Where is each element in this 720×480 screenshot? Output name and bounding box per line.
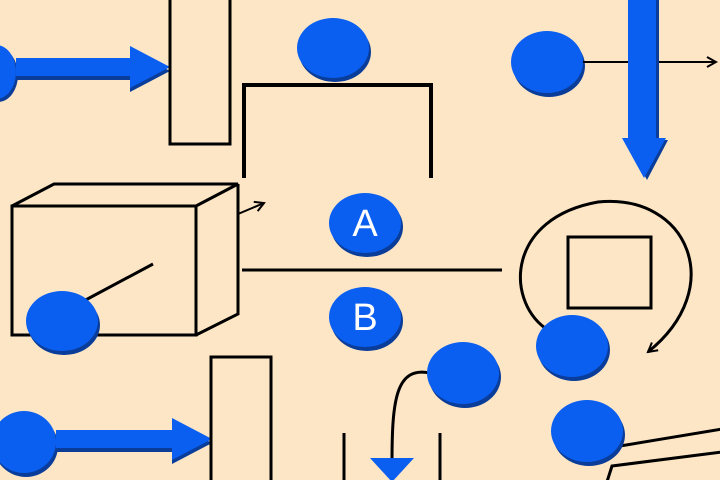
token-bottom-center	[427, 342, 501, 408]
thick-down-arrow	[622, 0, 668, 180]
line-bottom-right	[619, 427, 720, 448]
slot-down-arrow	[370, 458, 414, 480]
thick-arrow-top-left	[16, 46, 170, 92]
gauge-needle	[79, 262, 154, 305]
tall-box-bottom	[209, 355, 273, 480]
3d-box	[10, 182, 240, 337]
token-b: B	[329, 287, 403, 351]
token-top-center	[297, 18, 371, 82]
token-bottom-left	[0, 411, 58, 477]
square-in-loop	[566, 235, 653, 310]
label-a: A	[352, 203, 378, 245]
parallelogram-bottom-right	[605, 450, 720, 480]
token-in-box	[26, 291, 100, 355]
bracket-gate	[242, 83, 433, 178]
label-b: B	[352, 297, 377, 339]
tall-box-top	[168, 0, 232, 146]
token-top-left	[0, 45, 18, 102]
token-bottom-right	[551, 400, 625, 466]
token-top-right	[511, 31, 585, 97]
token-a: A	[329, 193, 403, 257]
small-arrow-from-box	[237, 203, 264, 215]
rotation-loop-arrow	[518, 199, 693, 352]
token-right-middle	[536, 315, 610, 381]
curve-to-slot	[390, 370, 431, 463]
thick-arrow-bottom-left	[56, 418, 212, 464]
